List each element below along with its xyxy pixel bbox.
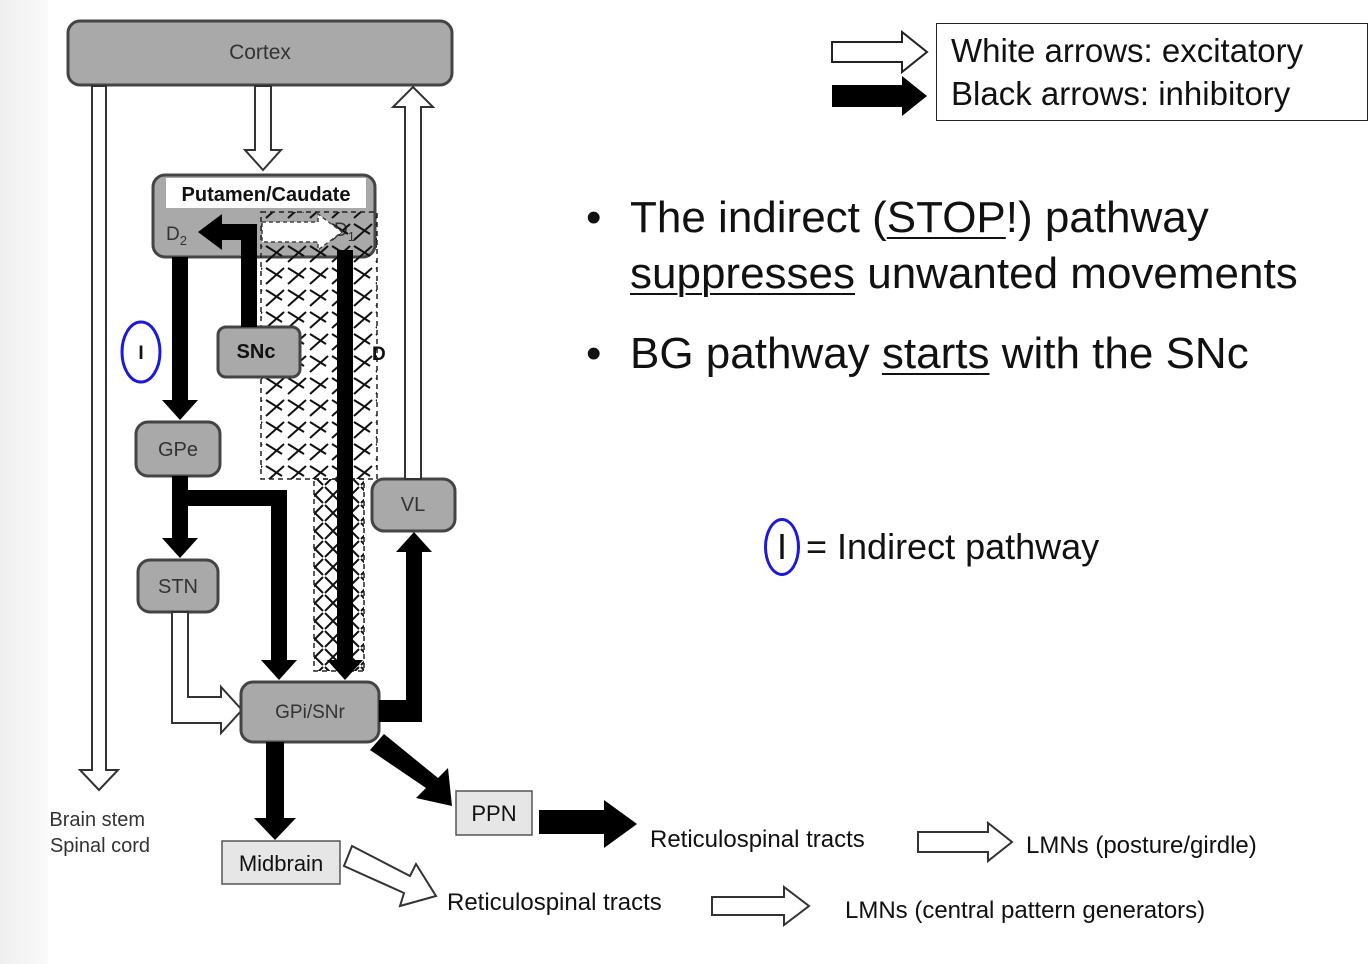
legend-inhibitory: Black arrows: inhibitory: [951, 75, 1291, 112]
brainstem-label: Brain stem Spinal cord: [49, 809, 150, 857]
d2-gpe-arrow: [162, 257, 198, 420]
stn-gpi-arrow: [171, 611, 244, 736]
cortex-brainstem-arrow: [77, 85, 121, 792]
b2-post: with the SNc: [989, 329, 1249, 378]
reticulo-upper-label: Reticulospinal tracts: [650, 826, 865, 853]
gpe-gpi-arrow: [188, 490, 297, 680]
d2-label: D2: [166, 224, 187, 248]
b1-mid: !) pathway: [1005, 193, 1209, 242]
indirect-marker-label: I: [138, 343, 143, 364]
legend-excitatory: White arrows: excitatory: [951, 32, 1304, 69]
midbrain-reticulo-arrow: [342, 844, 438, 908]
snc-label: SNc: [237, 341, 276, 363]
vl-label: VL: [401, 494, 425, 516]
cortex-label: Cortex: [229, 41, 291, 64]
midbrain-label: Midbrain: [239, 851, 323, 876]
legend-box: White arrows: excitatory Black arrows: i…: [936, 23, 1368, 121]
left-margin-shade: [0, 0, 48, 964]
gpe-label: GPe: [158, 439, 198, 461]
bullet-indirect-pathway: • The indirect (STOP!) pathway suppresse…: [584, 190, 1364, 302]
indirect-marker-oval: [120, 320, 162, 384]
putamen-caudate-label: Putamen/Caudate: [182, 184, 351, 206]
putamen-label-backing: [166, 178, 366, 208]
legend-black-arrow-icon: [832, 76, 927, 116]
b1-stop: STOP: [886, 193, 1006, 242]
indirect-key-text: = Indirect pathway: [806, 526, 1100, 567]
bullet-bg-pathway: • BG pathway starts with the SNc: [584, 326, 1364, 382]
dopamine-d-label: D: [372, 344, 386, 365]
lmn-posture-label: LMNs (posture/girdle): [1026, 832, 1257, 859]
stn-label: STN: [158, 576, 198, 598]
bullet-dot: •: [586, 329, 602, 378]
reticulo-lower-label: Reticulospinal tracts: [447, 889, 662, 916]
snc-d2-arrow: [198, 214, 257, 327]
gpi-snr-label: GPi/SNr: [275, 702, 345, 723]
cortex-putamen-arrow: [242, 85, 284, 172]
gpi-vl-arrow: [379, 532, 432, 722]
b1-post: unwanted movements: [855, 249, 1298, 298]
midbrain-box: [221, 840, 341, 885]
ppn-box: [455, 790, 533, 836]
reticulo-lmn-posture-arrow: [917, 820, 1014, 864]
gpi-midbrain-arrow: [254, 742, 296, 840]
snc-box: [216, 325, 302, 379]
gpe-stn-arrow: [162, 476, 198, 558]
ppn-label: PPN: [471, 801, 516, 826]
indirect-key-oval: I: [764, 518, 800, 576]
b2-pre: BG pathway: [630, 329, 882, 378]
vl-cortex-arrow: [390, 85, 436, 480]
indirect-key: I= Indirect pathway: [764, 518, 1099, 580]
ppn-reticulo-arrow: [539, 800, 637, 848]
snc-d1-arrow: [261, 212, 344, 252]
b2-starts: starts: [881, 329, 990, 378]
legend-white-arrow-icon: [831, 29, 929, 75]
gpi-ppn-arrow: [370, 734, 452, 806]
bullet-dot: •: [586, 193, 602, 242]
bullet-list: • The indirect (STOP!) pathway suppresse…: [584, 190, 1364, 406]
b1-suppresses: suppresses: [630, 249, 856, 298]
d1-gpi-arrow: [327, 250, 363, 680]
reticulo-lmn-cpg-arrow: [711, 884, 811, 928]
b1-pre: The indirect (: [630, 193, 887, 242]
lmn-cpg-label: LMNs (central pattern generators): [845, 897, 1205, 924]
